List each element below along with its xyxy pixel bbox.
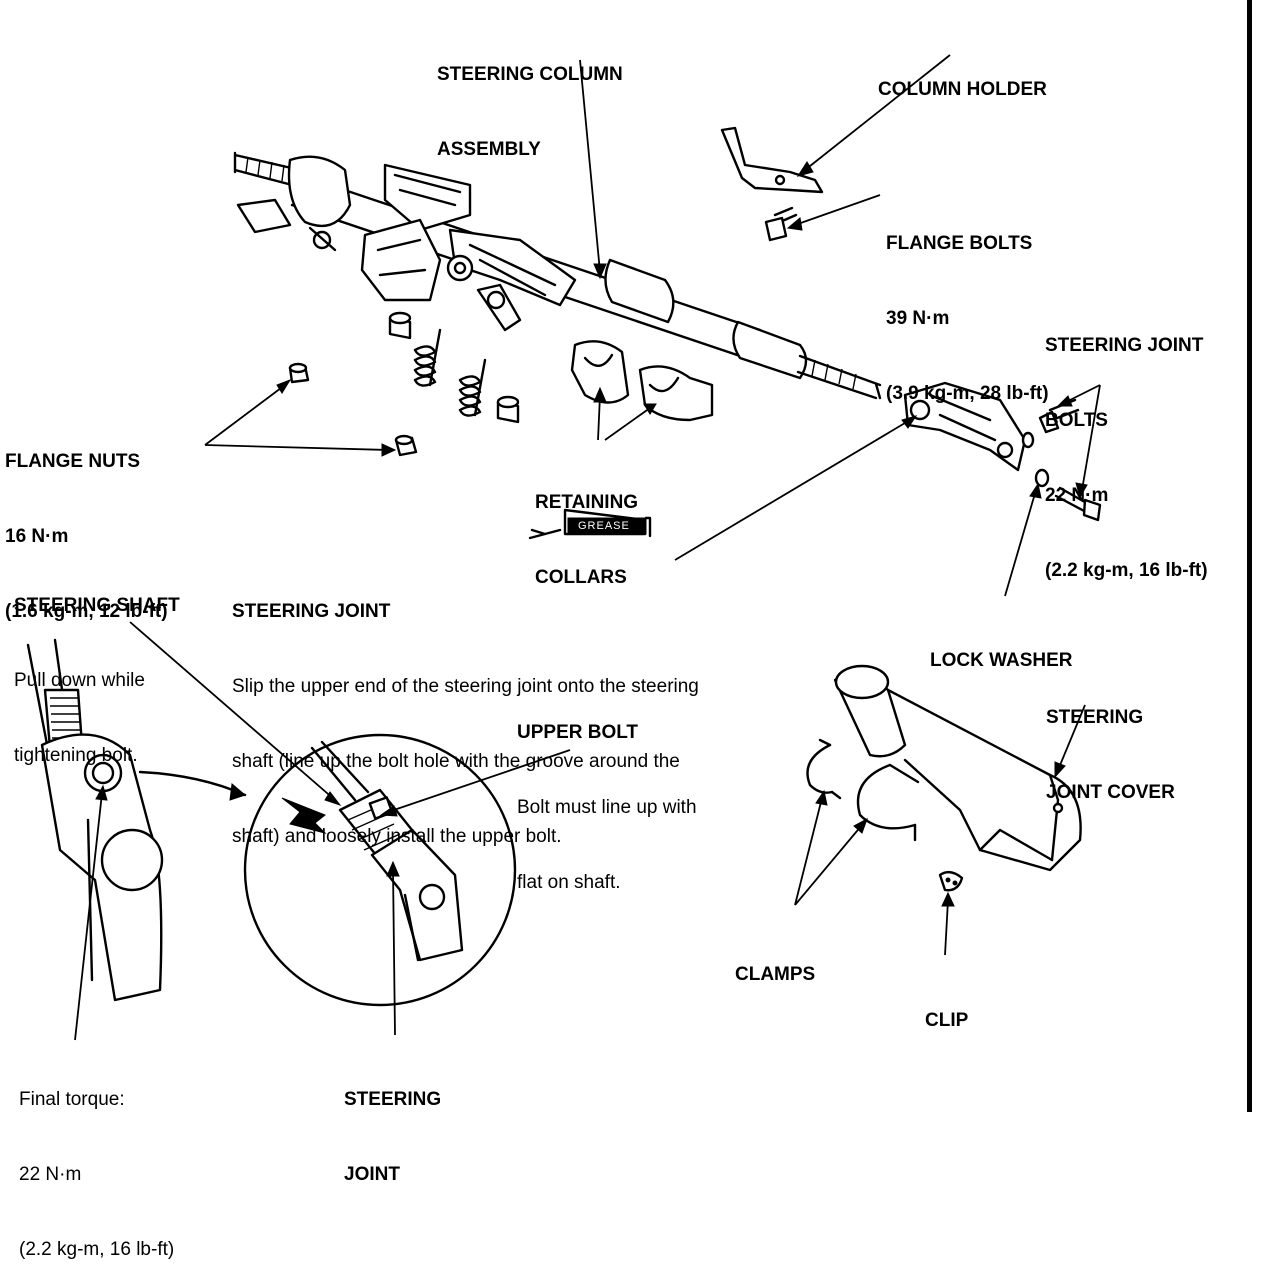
label-line: JOINT	[344, 1164, 400, 1185]
label-line: COLLARS	[535, 567, 627, 588]
steering-joint-note: STEERING JOINT Slip the upper end of the…	[232, 549, 699, 874]
label-line: STEERING	[344, 1089, 442, 1110]
steering-joint-cover-label: STEERING JOINT COVER	[1046, 655, 1175, 830]
label-line: (1.6 kg-m, 12 lb-ft)	[5, 601, 168, 622]
clamps-label: CLAMPS	[735, 912, 815, 1012]
label-line: JOINT COVER	[1046, 782, 1175, 803]
label-line: COLUMN HOLDER	[878, 79, 1047, 100]
grease-label: GREASE	[578, 520, 630, 532]
label-line: (3.9 kg-m, 28 lb-ft)	[886, 383, 1049, 404]
label-line: STEERING JOINT	[232, 601, 391, 622]
label-line: tightening bolt.	[14, 745, 138, 766]
label-line: STEERING SHAFT	[14, 595, 180, 616]
steering-joint-drawing	[903, 381, 1027, 472]
steering-joint-cover-drawing	[833, 664, 1082, 872]
final-torque-label: Final torque: 22 N·m (2.2 kg-m, 16 lb-ft…	[19, 1037, 174, 1287]
label-line: STEERING	[1046, 707, 1144, 728]
label-line: shaft) and loosely install the upper bol…	[232, 826, 562, 847]
label-line: 22 N·m	[19, 1164, 82, 1185]
label-line: Pull down while	[14, 670, 145, 691]
label-line: CLAMPS	[735, 964, 816, 985]
steering-column-assembly-label: STEERING COLUMN ASSEMBLY	[437, 12, 623, 187]
diagram-artwork	[26, 54, 1102, 1041]
label-line: 39 N·m	[886, 308, 950, 329]
retaining-collars-drawing	[570, 340, 714, 422]
page-border-right	[1247, 0, 1252, 1112]
steering-column-assembly-drawing	[233, 151, 882, 400]
label-line: flat on shaft.	[517, 872, 621, 893]
flange-bolts-label: FLANGE BOLTS 39 N·m (3.9 kg-m, 28 lb-ft)	[886, 181, 1049, 431]
joint-bolts-drawing	[1021, 398, 1102, 522]
grease-tube-drawing	[528, 508, 652, 540]
column-holder-drawing	[720, 126, 824, 194]
retaining-collars-label: RETAINING COLLARS	[535, 440, 638, 615]
label-line: FLANGE BOLTS	[886, 233, 1033, 254]
label-line: Slip the upper end of the steering joint…	[232, 676, 699, 697]
steering-shaft-label: STEERING SHAFT Pull down while tightenin…	[14, 543, 180, 793]
clip-label: CLIP	[925, 958, 968, 1058]
column-holder-label: COLUMN HOLDER	[878, 27, 1047, 127]
steering-joint-bolts-label: STEERING JOINT BOLTS 22 N·m (2.2 kg-m, 1…	[1045, 283, 1208, 608]
flange-bolt-drawing	[764, 206, 798, 242]
label-line: STEERING COLUMN	[437, 64, 623, 85]
steering-joint-detail-label: STEERING JOINT	[344, 1037, 441, 1212]
label-line: Bolt must line up with	[517, 797, 697, 818]
label-line: (2.2 kg-m, 16 lb-ft)	[19, 1239, 175, 1260]
leader-lines	[74, 54, 1101, 1041]
label-line: BOLTS	[1045, 410, 1108, 431]
label-line: FLANGE NUTS	[5, 451, 141, 472]
label-line: CLIP	[925, 1010, 969, 1031]
springs-and-nuts-drawing	[288, 311, 520, 457]
lock-washer-label: LOCK WASHER	[930, 598, 1073, 698]
label-line: Final torque:	[19, 1089, 125, 1110]
clamps-and-clip-drawing	[806, 738, 964, 892]
flange-nuts-label: FLANGE NUTS 16 N·m (1.6 kg-m, 12 lb-ft)	[5, 399, 168, 649]
label-line: ASSEMBLY	[437, 139, 541, 160]
label-line: RETAINING	[535, 492, 639, 513]
upper-bolt-label: UPPER BOLT Bolt must line up with flat o…	[517, 670, 697, 920]
label-line: 16 N·m	[5, 526, 69, 547]
steering-shaft-detail-drawing	[26, 638, 247, 1002]
label-line: LOCK WASHER	[930, 650, 1073, 671]
label-line: (2.2 kg-m, 16 lb-ft)	[1045, 560, 1208, 581]
label-line: UPPER BOLT	[517, 722, 639, 743]
exploded-diagram: STEERING COLUMN ASSEMBLY COLUMN HOLDER F…	[5, 0, 1252, 1260]
label-line: STEERING JOINT	[1045, 335, 1204, 356]
label-line: 22 N·m	[1045, 485, 1109, 506]
label-line: shaft (line up the bolt hole with the gr…	[232, 751, 680, 772]
